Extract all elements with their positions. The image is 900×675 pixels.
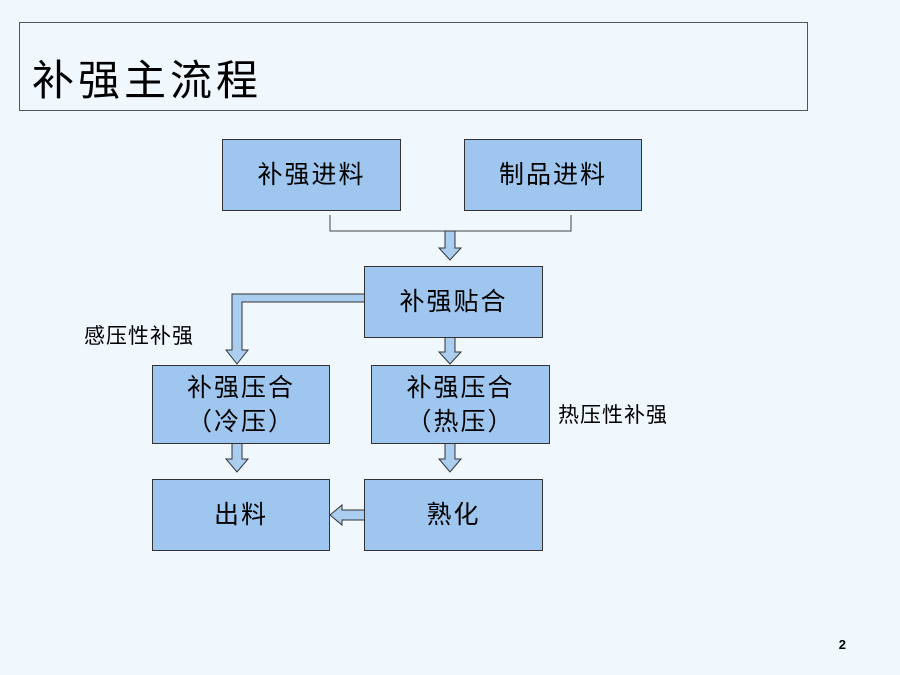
- title-box: 补强主流程: [19, 22, 808, 111]
- feed-merge-bracket: [329, 215, 572, 232]
- node-curing-label: 熟化: [426, 500, 481, 529]
- page-number: 2: [838, 637, 846, 652]
- node-reinforce-attach: 补强贴合: [364, 266, 543, 338]
- arrow-curing-to-discharge: [329, 503, 366, 527]
- node-product-feed: 制品进料: [464, 139, 642, 211]
- label-pressure-sensitive: 感压性补强: [84, 324, 194, 348]
- node-hot-press-line2: （热压）: [406, 406, 515, 436]
- slide-title: 补强主流程: [32, 56, 263, 105]
- label-hot-press-type: 热压性补强: [558, 403, 668, 427]
- arrow-attach-to-hot-press: [437, 336, 463, 365]
- node-reinforce-feed-label: 补强进料: [257, 160, 366, 189]
- node-discharge-label: 出料: [213, 500, 268, 529]
- node-discharge: 出料: [152, 479, 330, 551]
- arrow-attach-to-cold-press: [224, 293, 366, 365]
- node-hot-press-line1: 补强压合: [406, 372, 515, 402]
- node-cold-press: 补强压合 （冷压）: [152, 365, 330, 444]
- node-curing: 熟化: [364, 479, 543, 551]
- node-cold-press-line2: （冷压）: [186, 406, 295, 436]
- node-reinforce-feed: 补强进料: [222, 139, 401, 211]
- node-reinforce-attach-label: 补强贴合: [399, 287, 508, 316]
- node-cold-press-line1: 补强压合: [186, 372, 295, 402]
- arrow-merge-to-attach: [437, 230, 463, 261]
- arrow-hot-press-to-curing: [437, 442, 463, 473]
- arrow-cold-press-to-discharge: [224, 442, 250, 473]
- node-hot-press: 补强压合 （热压）: [371, 365, 550, 444]
- node-product-feed-label: 制品进料: [498, 160, 607, 189]
